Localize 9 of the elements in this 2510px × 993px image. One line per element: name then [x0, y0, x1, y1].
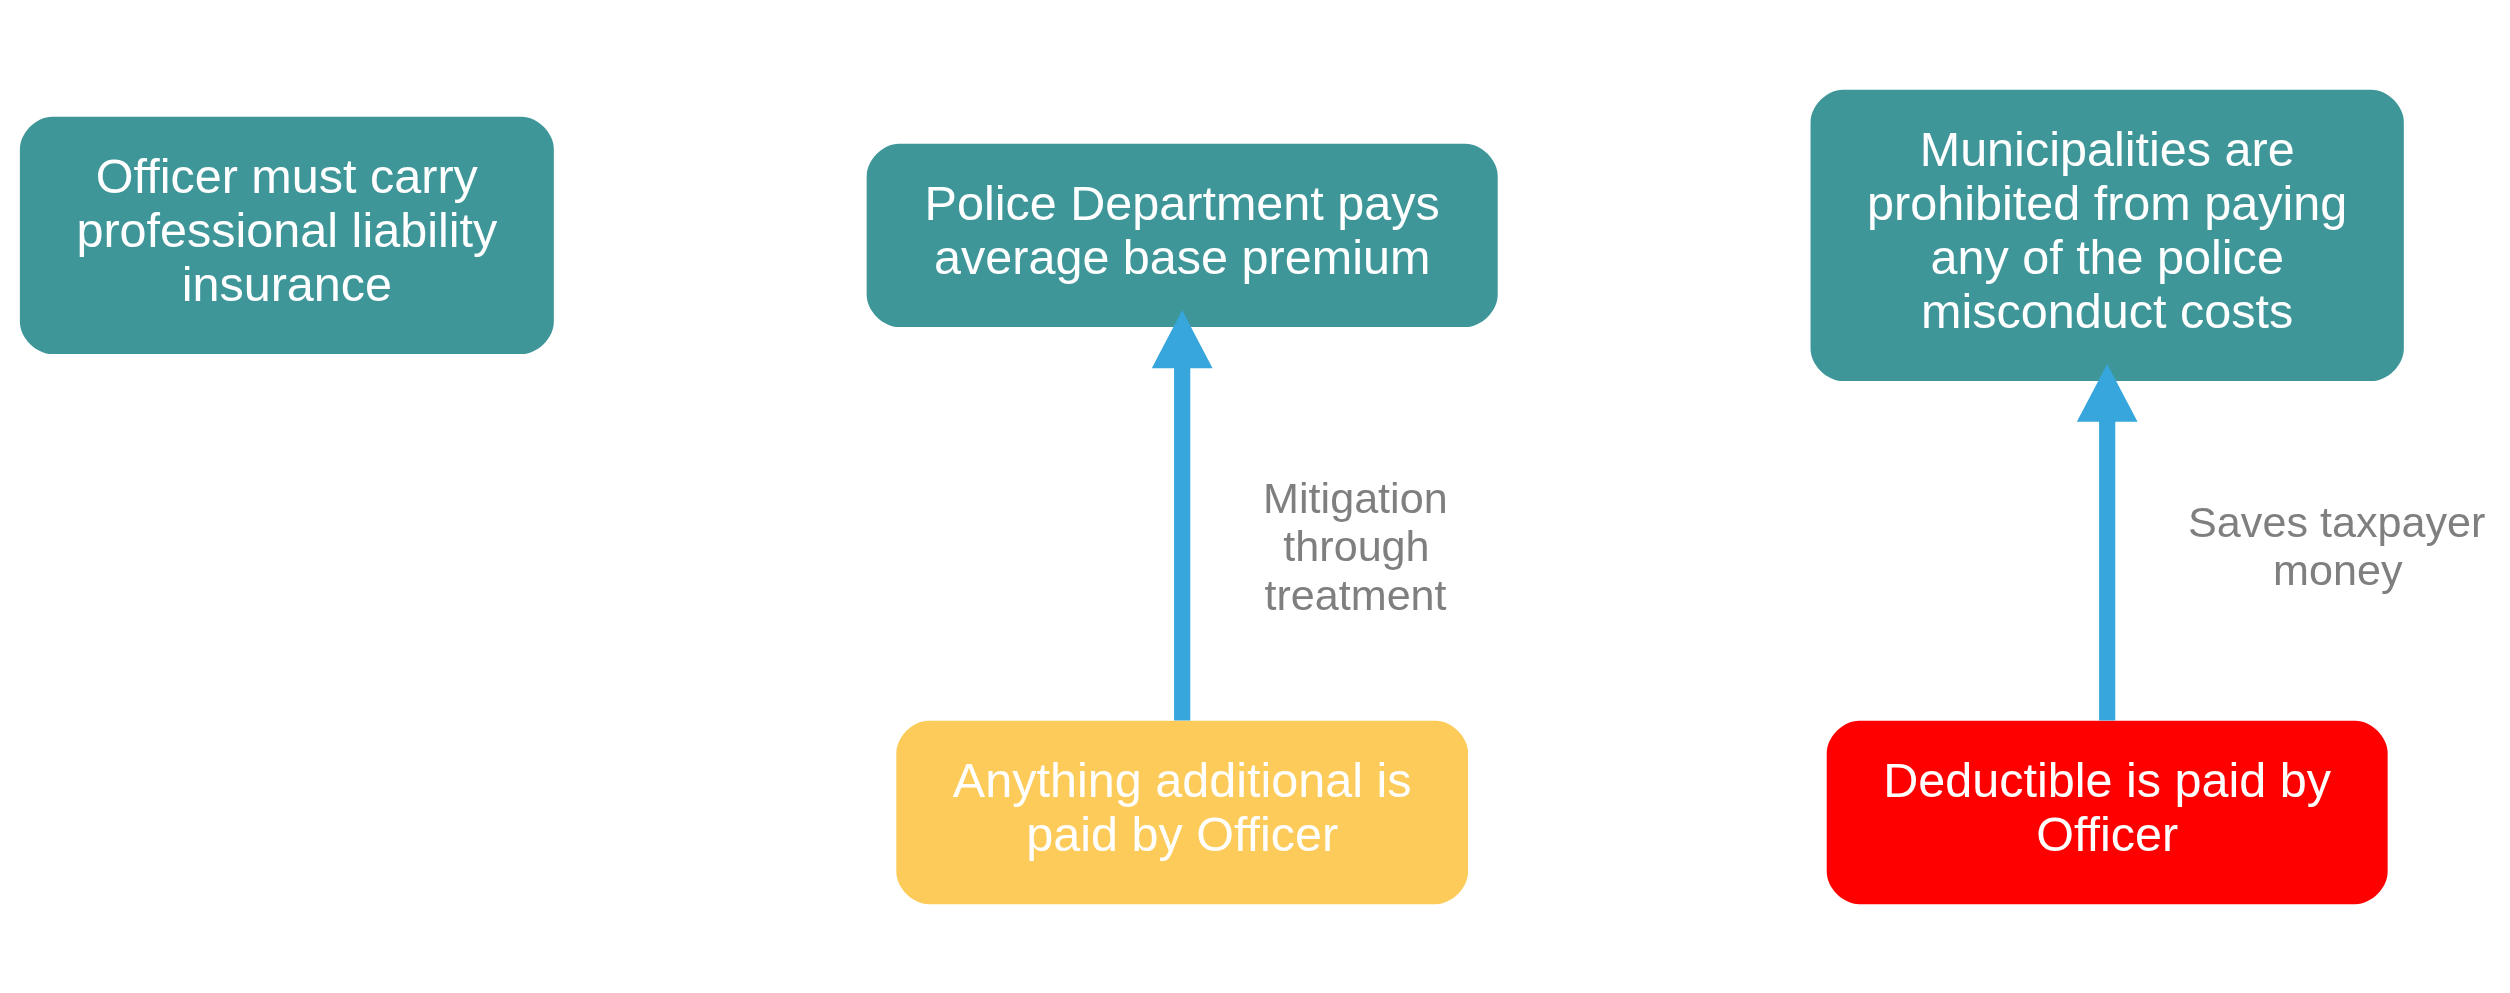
node-box: Officer must carry professional liability insurance [19, 116, 554, 354]
node-box: Municipalities are prohibited from paying any of the police misconduct costs [1810, 89, 2404, 381]
node-box: Anything additional is paid by Officer [896, 720, 1469, 904]
edge-label: Saves taxpayer money [2188, 497, 2486, 594]
node-box: Deductible is paid by Officer [1826, 720, 2388, 904]
node-box: Police Department pays average base premium [866, 143, 1498, 327]
edge-label: Mitigation through treatment [1263, 473, 1448, 619]
arrow [2076, 363, 2138, 720]
arrow [1151, 309, 1213, 720]
